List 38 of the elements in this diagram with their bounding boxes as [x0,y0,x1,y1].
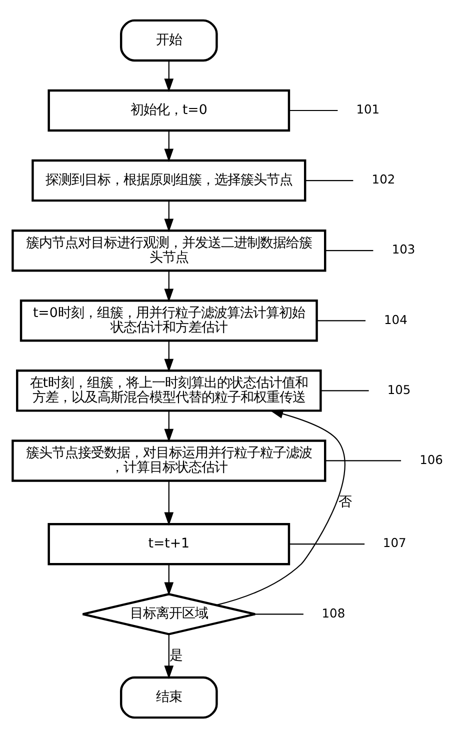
connector [289,544,365,545]
arrow [164,130,174,162]
edge-label: 否 [338,494,352,510]
arrow [164,270,174,302]
arrow [164,341,174,372]
node-text: 107 [382,536,406,550]
node-text: 101 [356,102,380,117]
arrow [164,564,174,596]
node-box: 在t时刻，组簇，将上一时刻算出的状态估计值和方差，以及高斯混合模型代替的粒子和权重传送 [16,370,322,412]
node-text: 108 [322,606,346,620]
node-text: 103 [392,242,416,257]
node-box: 簇内节点对目标进行观测，并发送二进制数据给簇头节点 [12,229,326,272]
connector [316,320,366,322]
connector [325,460,402,462]
arrow [164,200,174,232]
node-box: t=0时刻，组簇，用并行粒子滤波算法计算初始状态估计和方差估计 [20,300,318,342]
node-box: 结束 [120,676,218,719]
node-box: 初始化，t=0 [48,89,290,132]
connector [255,614,304,615]
connector [320,390,369,392]
arrow [164,60,174,92]
node-box: t=t+1 [48,522,290,566]
arrow [216,409,346,606]
node-text: 105 [387,382,411,397]
node-text: 104 [384,312,408,327]
arrow [164,411,174,442]
node-text: 102 [372,172,396,187]
node-box: 探测到目标，根据原则组簇，选择簇头节点 [32,159,306,202]
node-box: 簇头节点接受数据，对目标运用并行粒子粒子滤波，计算目标状态估计 [12,440,326,482]
node-diamond: 目标离开区域 [82,593,256,636]
node-box: 开始 [120,19,218,62]
connector [289,110,338,112]
arrow [164,481,174,526]
edge-label: 是 [170,648,183,664]
connector [305,180,354,182]
connector [325,250,374,252]
arrow [164,634,174,679]
node-text: 106 [420,452,443,467]
